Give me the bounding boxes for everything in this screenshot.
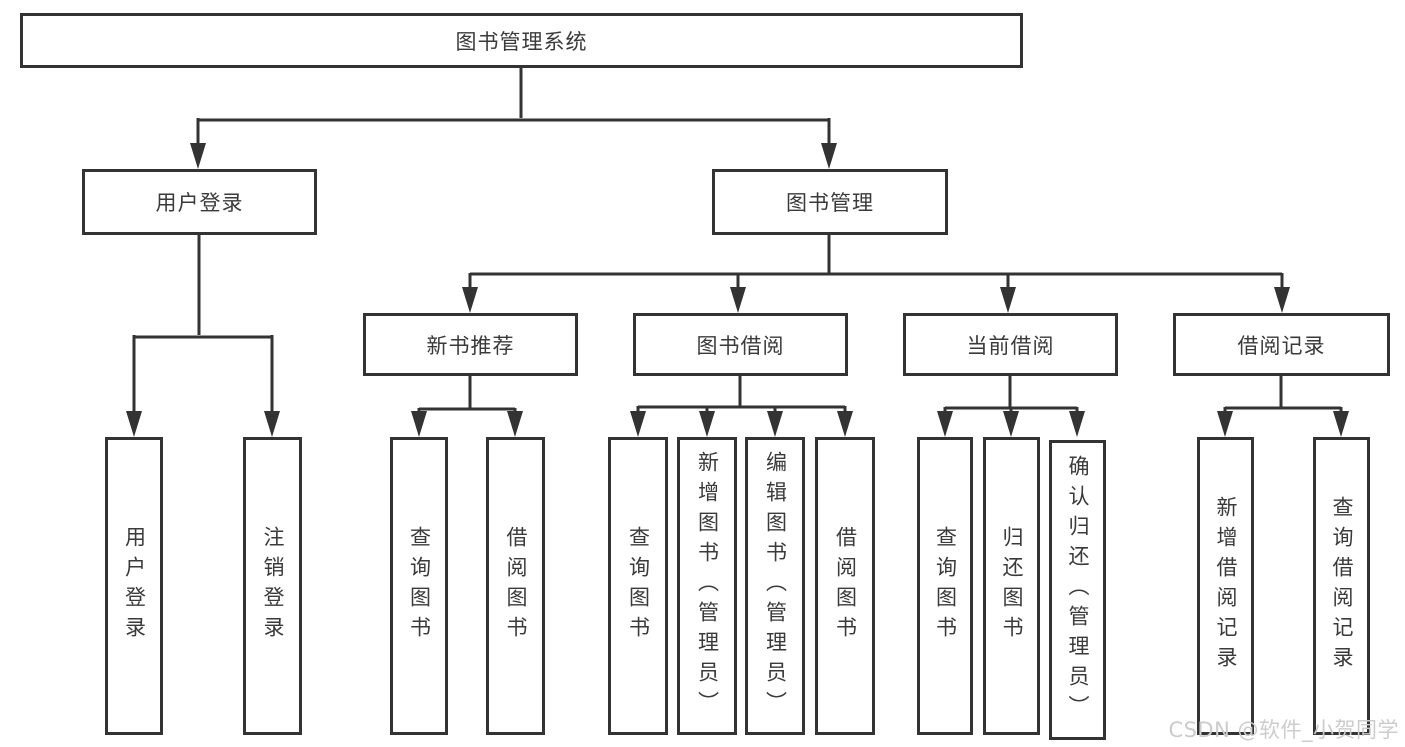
node-new-book-recommend: 新书推荐 <box>363 313 578 376</box>
node-root: 图书管理系统 <box>20 13 1023 68</box>
leaf-query-books-borrow: 查询图书 <box>608 437 668 735</box>
leaf-add-books-admin: 新增图书（管理员） <box>677 437 737 735</box>
node-borrow-records: 借阅记录 <box>1173 313 1390 376</box>
node-book-management: 图书管理 <box>712 169 948 235</box>
leaf-borrow-books-recommend: 借阅图书 <box>486 437 545 735</box>
node-user-login: 用户登录 <box>82 169 317 235</box>
leaf-query-books-recommend: 查询图书 <box>390 437 448 735</box>
leaf-return-books: 归还图书 <box>983 437 1040 735</box>
leaf-add-borrow-record: 新增借阅记录 <box>1197 437 1254 735</box>
leaf-borrow-books: 借阅图书 <box>815 437 875 735</box>
leaf-user-login: 用户登录 <box>105 437 163 735</box>
node-current-borrow: 当前借阅 <box>903 313 1118 376</box>
leaf-confirm-return-admin: 确认归还（管理员） <box>1049 440 1106 740</box>
leaf-edit-books-admin: 编辑图书（管理员） <box>745 437 805 735</box>
leaf-query-books-current: 查询图书 <box>917 437 973 735</box>
arrowheads <box>126 143 1349 437</box>
leaf-query-borrow-record: 查询借阅记录 <box>1313 437 1370 735</box>
node-book-borrow: 图书借阅 <box>633 313 848 376</box>
leaf-logout: 注销登录 <box>243 437 302 735</box>
